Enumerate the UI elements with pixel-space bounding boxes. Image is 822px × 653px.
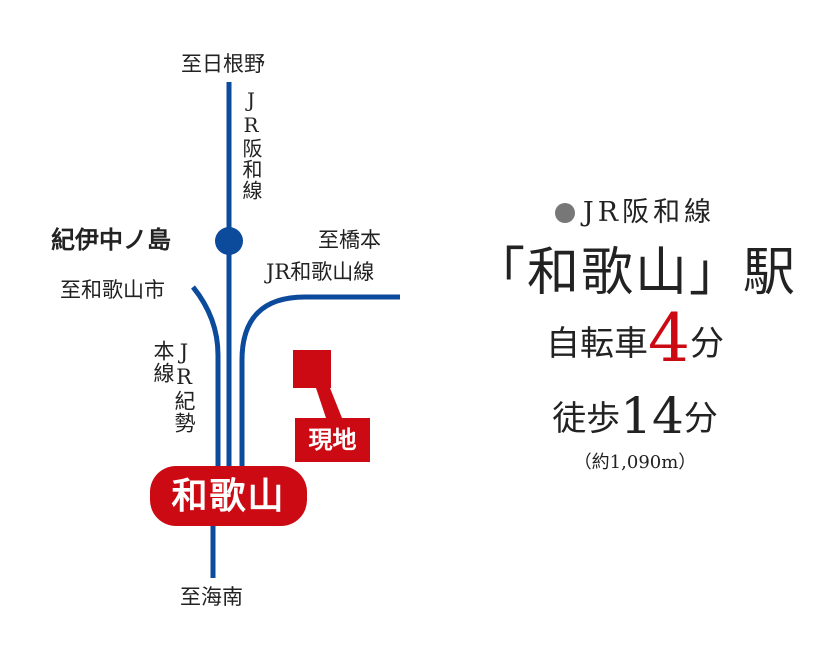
wakayama-line xyxy=(239,294,400,470)
line-name-row: JR阪和線 xyxy=(470,190,800,229)
bicycle-row: 自転車4分 xyxy=(470,305,800,378)
site-pointer-icon xyxy=(316,388,342,418)
to-hineno-label: 至日根野 xyxy=(181,52,265,76)
line-name: JR阪和線 xyxy=(582,197,716,228)
kisei-line-label: JR紀勢本線 xyxy=(151,340,196,434)
to-wakayamashi-label: 至和歌山市 xyxy=(60,278,165,302)
walk-unit: 分 xyxy=(683,399,718,439)
circle-bullet-icon xyxy=(554,203,575,223)
kii-nakanoshima-station-icon xyxy=(215,227,243,255)
bicycle-label: 自転車 xyxy=(546,324,648,364)
to-hashimoto-label: 至橋本 xyxy=(318,228,381,252)
bicycle-minutes: 4 xyxy=(648,300,690,377)
distance-text: （約1,090m） xyxy=(573,452,697,473)
station-name: 「和歌山」駅 xyxy=(472,243,797,303)
kii-nakanoshima-label: 紀伊中ノ島 xyxy=(51,225,171,254)
to-kainan-label: 至海南 xyxy=(180,585,243,609)
kisei-line-north xyxy=(191,285,221,470)
site-marker-icon xyxy=(293,350,331,388)
wakayama-station-badge: 和歌山 xyxy=(150,466,307,526)
walk-label: 徒歩 xyxy=(552,399,621,439)
walk-row: 徒歩14分 xyxy=(470,388,800,447)
site-label: 現地 xyxy=(295,418,370,462)
hanwa-line-label: JR阪和線 xyxy=(239,88,263,201)
bicycle-unit: 分 xyxy=(690,324,724,364)
wakayama-line-label: JR和歌山線 xyxy=(266,260,375,284)
walk-minutes: 14 xyxy=(620,387,684,445)
